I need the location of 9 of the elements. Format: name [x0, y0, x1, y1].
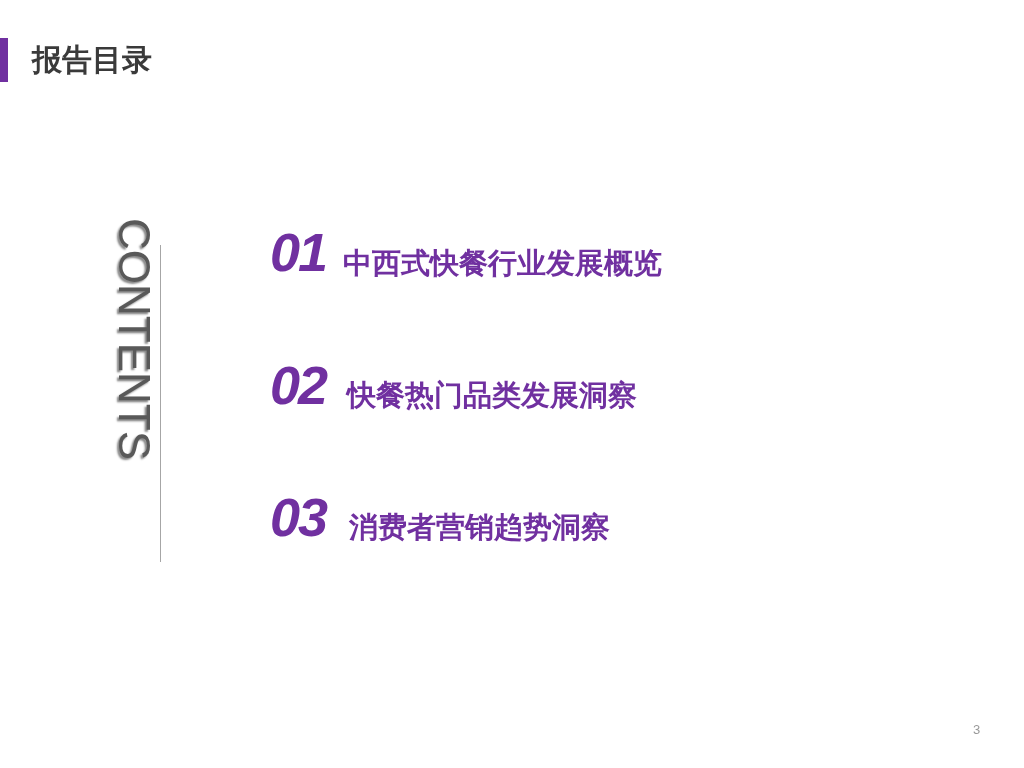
section-title: 消费者营销趋势洞察	[349, 509, 610, 546]
section-number: 02	[270, 355, 327, 415]
slide-title: 报告目录	[32, 41, 152, 79]
section-number: 01	[270, 222, 327, 282]
section-title: 快餐热门品类发展洞察	[347, 377, 637, 414]
section-number: 03	[270, 487, 327, 547]
page-number: 3	[973, 722, 981, 737]
section-title: 中西式快餐行业发展概览	[343, 245, 662, 282]
vertical-heading: CONTENTS	[112, 218, 156, 460]
